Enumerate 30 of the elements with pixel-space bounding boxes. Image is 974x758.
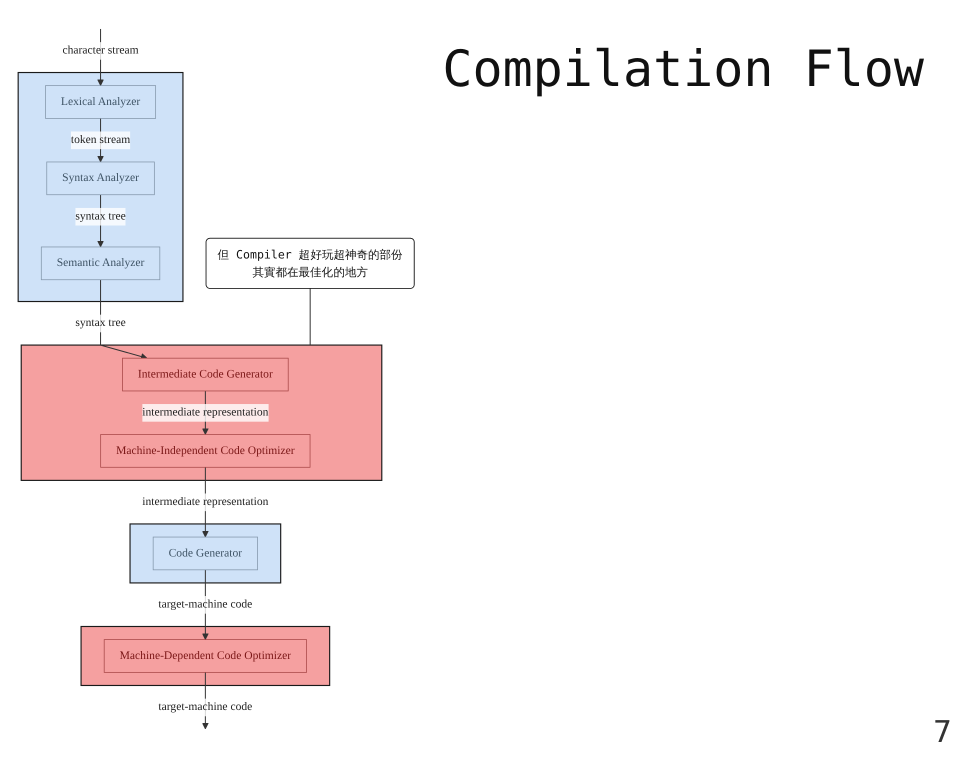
- page-number: 7: [932, 715, 952, 750]
- edge-label: character stream: [62, 44, 139, 57]
- edge-label: target-machine code: [158, 598, 252, 611]
- cluster: [18, 72, 184, 302]
- arrow: [202, 569, 209, 640]
- arrow: [97, 28, 104, 86]
- connector: [310, 288, 311, 346]
- edge-label: syntax tree: [75, 210, 126, 222]
- edge-label: syntax tree: [75, 316, 126, 330]
- node-box: Machine-Dependent Code Optimizer: [104, 639, 307, 673]
- arrow: [97, 194, 104, 248]
- cluster: [80, 626, 330, 686]
- node-box: Lexical Analyzer: [45, 85, 156, 119]
- arrow: [100, 279, 148, 360]
- node-box: Semantic Analyzer: [40, 246, 160, 280]
- arrow: [202, 466, 209, 538]
- arrow: [202, 390, 209, 435]
- edge-label: token stream: [70, 134, 130, 146]
- arrow: [97, 118, 104, 162]
- edge-label: target-machine code: [158, 700, 252, 714]
- edge-label: intermediate representation: [142, 406, 268, 419]
- cluster: [129, 523, 282, 584]
- arrow: [202, 672, 209, 730]
- node-box: Syntax Analyzer: [46, 162, 155, 196]
- edge-label: intermediate representation: [142, 496, 268, 508]
- node-box: Intermediate Code Generator: [122, 358, 289, 392]
- cluster: [20, 344, 382, 481]
- slide-title: Compilation Flow: [442, 40, 924, 98]
- node-box: Machine-Independent Code Optimizer: [100, 434, 310, 468]
- node-box: Code Generator: [152, 536, 258, 570]
